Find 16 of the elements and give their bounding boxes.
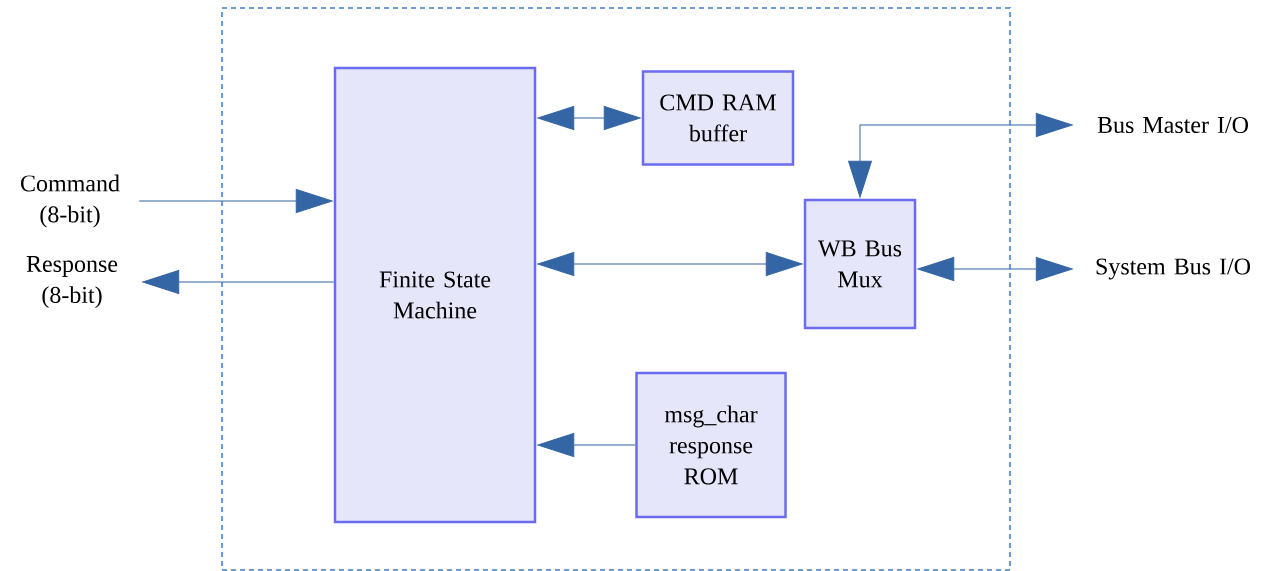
arrow bbox=[138, 189, 333, 213]
block-box: Finite State Machine bbox=[333, 66, 537, 524]
arrow bbox=[848, 113, 1073, 198]
port-label: Bus Master I/O bbox=[1097, 116, 1248, 134]
port-label: System Bus I/O bbox=[1096, 258, 1250, 280]
arrow bbox=[917, 257, 1073, 281]
block-box: WB Bus Mux bbox=[803, 198, 917, 330]
arrow bbox=[537, 106, 641, 130]
port-label: Command (8-bit) bbox=[21, 174, 120, 228]
arrow bbox=[142, 270, 335, 294]
arrow bbox=[537, 433, 636, 457]
port-label: Response (8-bit) bbox=[26, 256, 118, 308]
arrow bbox=[537, 252, 803, 276]
block-box: CMD RAM buffer bbox=[641, 70, 795, 166]
dashed-frame bbox=[220, 6, 1012, 571]
block-box: msg_char response ROM bbox=[635, 371, 787, 519]
